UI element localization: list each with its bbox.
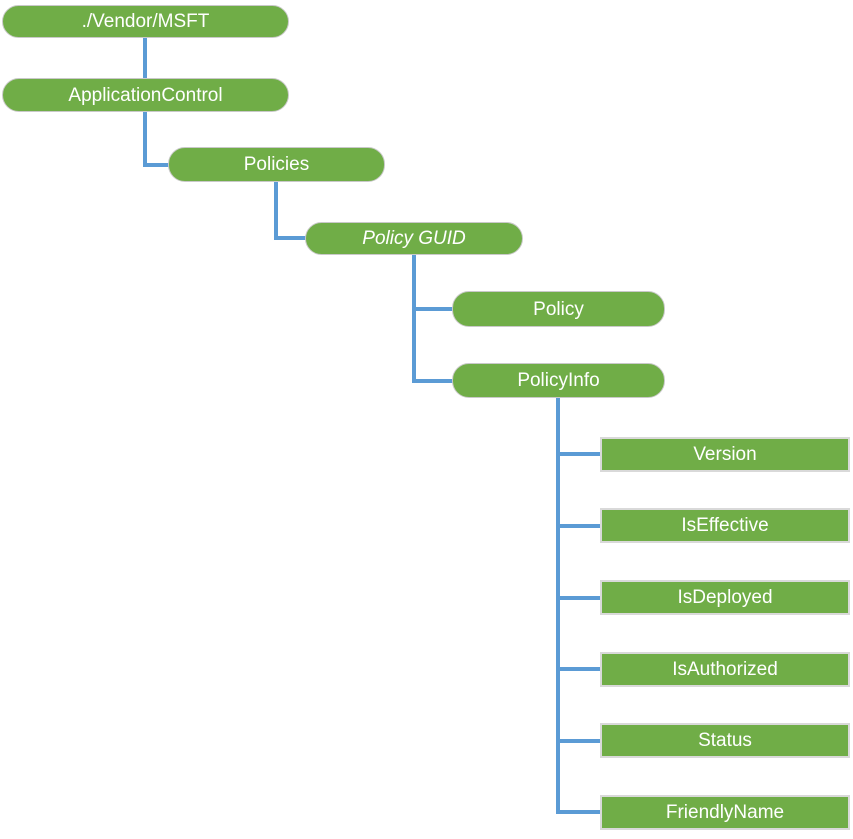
connector-policyguid-to-policyinfo [412, 379, 454, 383]
tree-node-isdeployed: IsDeployed [600, 580, 850, 615]
tree-node-iseffective: IsEffective [600, 508, 850, 543]
connector-policies-elbow-vertical [274, 181, 278, 240]
connector-policyinfo-to-iseffective [556, 524, 602, 528]
tree-node-friendlyname: FriendlyName [600, 795, 850, 830]
tree-node-status: Status [600, 723, 850, 758]
tree-node-applicationcontrol: ApplicationControl [2, 78, 289, 112]
connector-appcontrol-elbow-vertical [143, 111, 147, 167]
connector-vendor-to-appcontrol [143, 37, 147, 79]
connector-policyinfo-to-isdeployed [556, 596, 602, 600]
tree-node-vendor-msft: ./Vendor/MSFT [2, 5, 289, 38]
connector-policyinfo-to-isauthorized [556, 667, 602, 671]
connector-policyinfo-to-friendlyname [556, 810, 602, 814]
tree-node-version: Version [600, 437, 850, 472]
tree-node-isauthorized: IsAuthorized [600, 652, 850, 687]
connector-appcontrol-to-policies [143, 163, 170, 167]
connector-policyguid-trunk-vertical [412, 254, 416, 383]
tree-node-policies: Policies [168, 147, 385, 182]
tree-node-policy: Policy [452, 291, 665, 327]
tree-node-policy-guid: Policy GUID [305, 222, 523, 255]
connector-policyinfo-to-version [556, 452, 602, 456]
connector-policies-to-policyguid [274, 236, 307, 240]
tree-node-policyinfo: PolicyInfo [452, 363, 665, 398]
connector-policyguid-to-policy [412, 307, 454, 311]
connector-policyinfo-trunk-vertical [556, 397, 560, 814]
connector-policyinfo-to-status [556, 739, 602, 743]
